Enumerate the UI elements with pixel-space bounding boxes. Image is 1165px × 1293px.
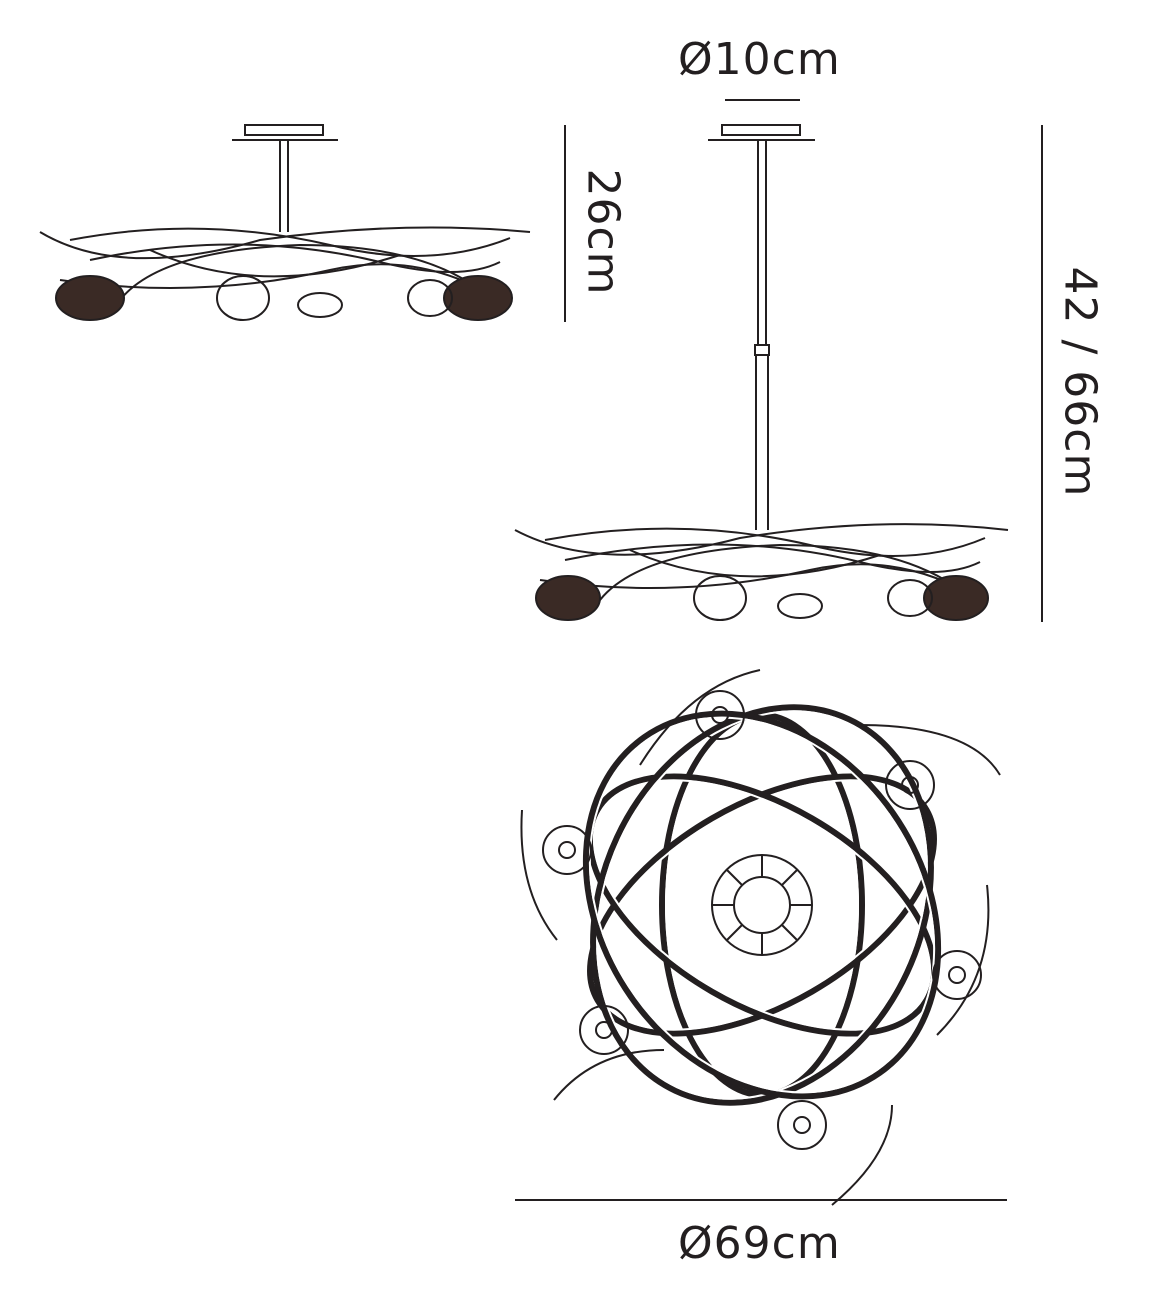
fixture-diameter-label: Ø69cm xyxy=(678,1218,841,1269)
canopy-diameter-label: Ø10cm xyxy=(678,34,841,85)
top-view xyxy=(520,669,1001,1206)
semi-flush-side-view xyxy=(39,124,531,321)
semi-flush-height-label: 26cm xyxy=(577,168,629,296)
pendant-height-label: 42 / 66cm xyxy=(1054,266,1106,498)
pendant-side-view xyxy=(514,124,1009,621)
